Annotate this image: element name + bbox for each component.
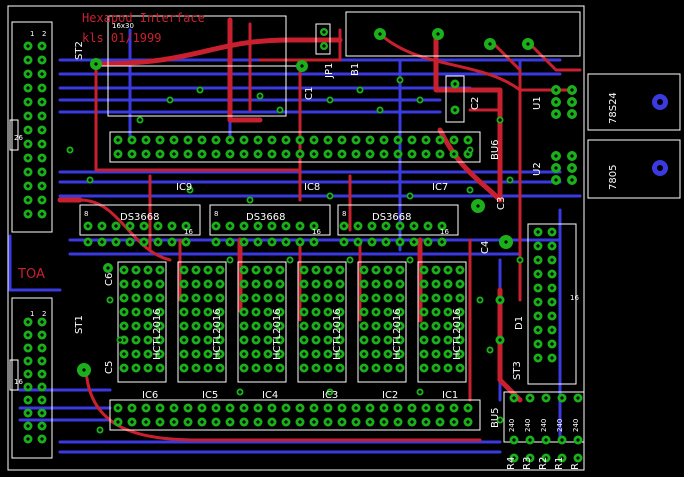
- ic7-ref: IC7: [432, 182, 448, 193]
- bu5-outline: [109, 399, 481, 431]
- heatsink-holes: [652, 94, 668, 176]
- r2-value: 240: [540, 419, 548, 432]
- pin-8b: 8: [214, 210, 218, 218]
- ic9-ref: IC9: [176, 182, 192, 193]
- title-line-2: kls 01/1999: [82, 31, 161, 45]
- c2-label: C2: [470, 97, 481, 110]
- pin-16b: 16: [312, 228, 321, 236]
- jp1-label: JP1: [324, 63, 335, 79]
- pin-8c: 8: [342, 210, 346, 218]
- pin-16c: 16: [440, 228, 449, 236]
- r3-label: R3: [522, 457, 533, 470]
- u2-outline: [587, 139, 681, 199]
- b1-outline: [345, 11, 581, 57]
- u2-part: 7805: [608, 165, 619, 190]
- bu5-label: BU5: [490, 407, 501, 428]
- ic5-part: HCTL2016: [212, 308, 223, 360]
- c6-label: C6: [104, 273, 115, 286]
- pin-16: 16: [14, 378, 23, 386]
- st1-label: ST1: [74, 315, 85, 334]
- r3-value: 240: [524, 419, 532, 432]
- top-layer-traces: [57, 17, 582, 442]
- labels: Hexapod Interface kls 01/1999 16x30 IC9 …: [14, 11, 619, 470]
- st3-outline: [527, 223, 577, 385]
- r-value: 240: [572, 419, 580, 432]
- pin-2: 2: [42, 30, 46, 38]
- st2-label: ST2: [74, 41, 85, 60]
- ic4-ref: IC4: [262, 390, 278, 401]
- r1-label: R1: [554, 457, 565, 470]
- r1-value: 240: [556, 419, 564, 432]
- ic3-ref: IC3: [322, 390, 338, 401]
- c4-label: C4: [480, 241, 491, 254]
- pin-1: 1: [30, 30, 34, 38]
- pin-8a: 8: [84, 210, 88, 218]
- ic1-ref: IC1: [442, 390, 458, 401]
- c5-label: C5: [104, 361, 115, 374]
- u1-ref: U1: [532, 96, 543, 110]
- ic2-part: HCTL2016: [392, 308, 403, 360]
- ic8-part: DS3668: [246, 212, 286, 223]
- st1-outline: [11, 297, 53, 459]
- r4-value: 240: [508, 419, 516, 432]
- ic1-part: HCTL2016: [452, 308, 463, 360]
- ic9-part: DS3668: [120, 212, 160, 223]
- c1-label: C1: [304, 87, 315, 100]
- toa-label: TOA: [17, 267, 45, 282]
- ic8-ref: IC8: [304, 182, 320, 193]
- ic4-part: HCTL2016: [272, 308, 283, 360]
- r-label: R: [570, 463, 581, 470]
- ic6-part: HCTL2016: [152, 308, 163, 360]
- ic6-ref: IC6: [142, 390, 158, 401]
- pin-26: 26: [14, 134, 23, 142]
- crystal-label: 16x30: [112, 22, 134, 30]
- b1-label: B1: [350, 63, 361, 76]
- pin-2b: 2: [42, 310, 46, 318]
- bu6-outline: [109, 131, 481, 163]
- pin-16a: 16: [184, 228, 193, 236]
- pin-16d: 16: [570, 294, 579, 302]
- st2-outline: [11, 21, 53, 233]
- title-line-1: Hexapod Interface: [82, 11, 205, 25]
- silkscreen: [9, 11, 681, 459]
- u1-part: 78S24: [608, 92, 619, 124]
- r2-label: R2: [538, 457, 549, 470]
- pin-1b: 1: [30, 310, 34, 318]
- board-outline: [7, 5, 585, 471]
- c3-label: C3: [496, 197, 507, 210]
- ic5-ref: IC5: [202, 390, 218, 401]
- r4-label: R4: [506, 457, 517, 470]
- u2-ref: U2: [532, 162, 543, 176]
- ic7-part: DS3668: [372, 212, 412, 223]
- ic3-part: HCTL2016: [332, 308, 343, 360]
- d1-label: D1: [514, 316, 525, 330]
- ic2-ref: IC2: [382, 390, 398, 401]
- bu6-label: BU6: [490, 139, 501, 160]
- pads: [23, 28, 583, 463]
- u1-outline: [587, 73, 681, 131]
- st3-label: ST3: [512, 361, 523, 380]
